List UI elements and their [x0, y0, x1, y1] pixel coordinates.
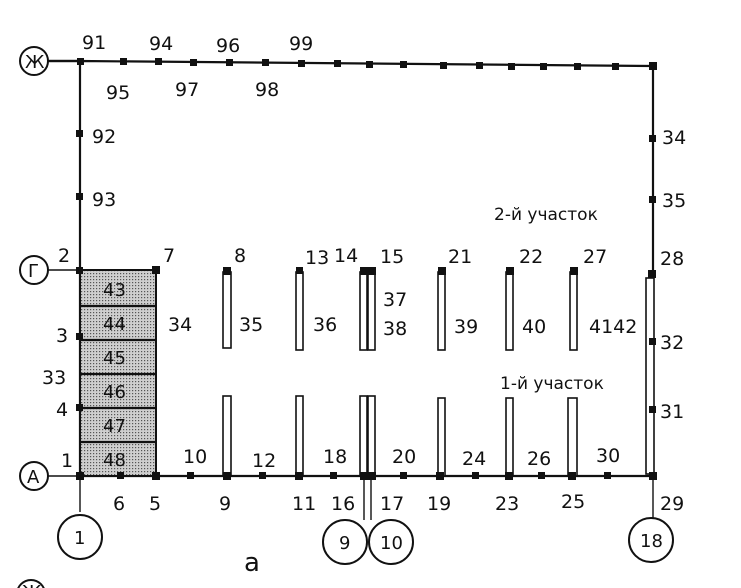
column-28: [645, 277, 655, 475]
point-number: 34: [168, 314, 192, 336]
axis-g: Г: [19, 255, 49, 285]
axis-col-1: 1: [57, 514, 103, 560]
column-14: [359, 271, 368, 351]
point-number: 34: [662, 127, 686, 149]
axis-col-18: 18: [628, 517, 674, 563]
axis-label: А: [27, 467, 40, 488]
point-number: 4: [56, 399, 68, 421]
point-number: 7: [163, 245, 175, 267]
column-11: [295, 395, 304, 477]
point-number: 97: [175, 79, 199, 101]
point-number: 9: [219, 493, 231, 515]
point-number: 26: [527, 448, 551, 470]
point-number: 39: [454, 316, 478, 338]
axis-col-9: 9: [322, 519, 368, 565]
axis-label: Ж: [25, 52, 45, 73]
column-15: [367, 271, 376, 351]
point-number: 24: [462, 448, 486, 470]
point-number: 35: [662, 190, 686, 212]
point-number: 22: [519, 246, 543, 268]
column-25: [567, 397, 578, 477]
point-number: 13: [305, 247, 329, 269]
block-labels: 43 44 45 46 47 48: [103, 280, 126, 471]
point-number: 21: [448, 246, 472, 268]
point-number: 25: [561, 491, 585, 513]
point-number: 91: [82, 32, 106, 54]
point-number: 95: [106, 82, 130, 104]
axis-label: 18: [640, 531, 663, 552]
point-number: 15: [380, 246, 404, 268]
point-number: 10: [183, 446, 207, 468]
point-number: 8: [234, 245, 246, 267]
column-13: [295, 271, 304, 351]
column-8: [222, 271, 232, 349]
point-number: 23: [495, 493, 519, 515]
point-number: 11: [292, 493, 316, 515]
point-numbers: 91 94 96 99 95 97 98 92 93 2 3 33 4 1 34…: [42, 32, 686, 515]
point-number: 12: [252, 450, 276, 472]
point-number: 20: [392, 446, 416, 468]
column-19: [437, 397, 446, 477]
point-number: 32: [660, 332, 684, 354]
point-number: 29: [660, 493, 684, 515]
axis-label: 1: [74, 528, 85, 549]
axis-col-10: 10: [368, 519, 414, 565]
point-number: 6: [113, 493, 125, 515]
point-number: 31: [660, 401, 684, 423]
block-label: 48: [103, 450, 126, 471]
block-label: 43: [103, 280, 126, 301]
block-label: 46: [103, 382, 126, 403]
block-label: 44: [103, 314, 126, 335]
point-number: 27: [583, 246, 607, 268]
axis-zh-top: Ж: [19, 46, 49, 76]
column-16: [359, 395, 368, 477]
point-number: 2: [58, 245, 70, 267]
column-17: [367, 395, 376, 477]
section-upper-label: 2-й участок: [494, 205, 598, 225]
point-number: 94: [149, 33, 173, 55]
axis-label: Г: [28, 261, 39, 282]
point-number: 38: [383, 318, 407, 340]
section-lower-label: 1-й участок: [500, 374, 604, 394]
point-number: 33: [42, 367, 66, 389]
block-label: 45: [103, 348, 126, 369]
column-27: [569, 271, 578, 351]
axis-label: 10: [380, 533, 403, 554]
point-number: 92: [92, 126, 116, 148]
survey-points: [76, 58, 657, 480]
point-number: 35: [239, 314, 263, 336]
column-22: [505, 271, 514, 351]
point-number: 18: [323, 446, 347, 468]
column-23: [505, 397, 514, 477]
upper-columns: [222, 271, 655, 475]
point-number: 40: [522, 316, 546, 338]
axis-label: Ж: [22, 582, 42, 588]
column-21: [437, 271, 446, 351]
point-number: 93: [92, 189, 116, 211]
point-number: 5: [149, 493, 161, 515]
point-number: 37: [383, 289, 407, 311]
point-number: 36: [313, 314, 337, 336]
point-number: 98: [255, 79, 279, 101]
axis-label: 9: [339, 533, 350, 554]
figure-caption: а: [244, 548, 260, 578]
point-number: 1: [61, 450, 73, 472]
point-number: 3: [56, 325, 68, 347]
axis-a: А: [19, 461, 49, 491]
column-9: [222, 395, 232, 477]
point-number: 28: [660, 248, 684, 270]
block-dividers: [80, 304, 156, 444]
point-number: 99: [289, 33, 313, 55]
point-number: 16: [331, 493, 355, 515]
point-number: 4142: [589, 316, 637, 338]
block-label: 47: [103, 416, 126, 437]
point-number: 96: [216, 35, 240, 57]
point-number: 19: [427, 493, 451, 515]
point-number: 14: [334, 245, 358, 267]
point-number: 17: [380, 493, 404, 515]
axis-zh-bottom: Ж: [17, 579, 45, 588]
point-number: 30: [596, 445, 620, 467]
